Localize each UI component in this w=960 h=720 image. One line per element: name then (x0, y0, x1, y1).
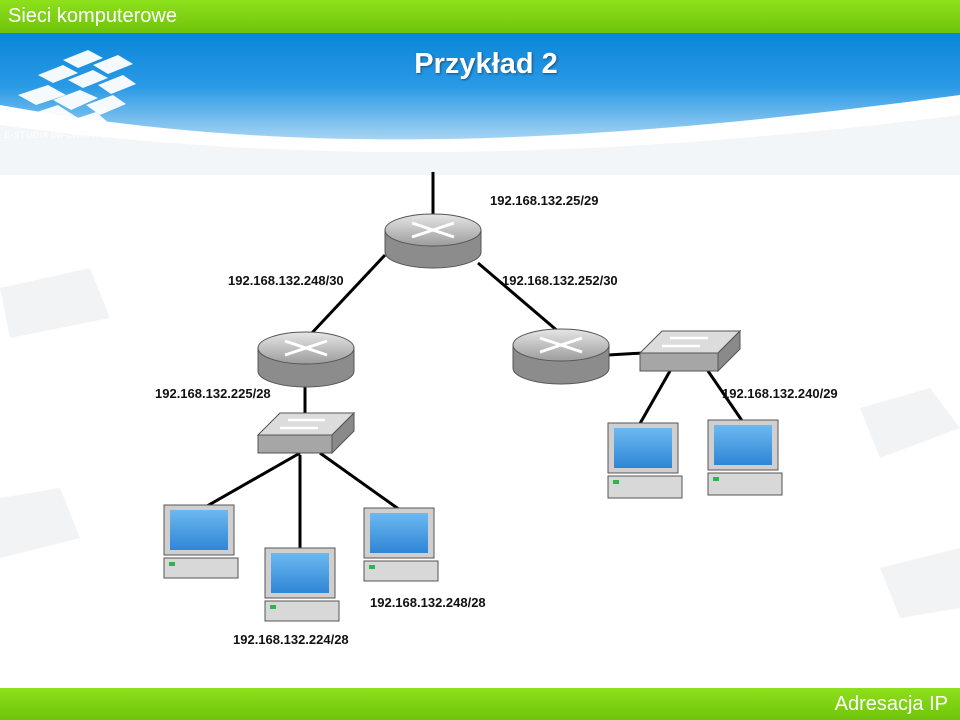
label-lan-right: 192.168.132.240/29 (722, 386, 838, 401)
footer-topic: Adresacja IP (834, 693, 948, 715)
pc-right-lan-icon (363, 507, 439, 582)
bottom-bar: Adresacja IP (0, 688, 960, 720)
label-link-left: 192.168.132.248/30 (228, 273, 344, 288)
logo-icon (18, 50, 136, 136)
label-lan-left-router: 192.168.132.225/28 (155, 386, 271, 401)
router-right-icon (512, 328, 610, 385)
logo-text: E-STUDIA INFORMATYCZNE (4, 130, 132, 140)
course-title: Sieci komputerowe (8, 5, 177, 27)
pc-far-left-icon (607, 422, 683, 499)
pc-far-right-icon (707, 419, 783, 496)
background-decoration (0, 268, 960, 618)
slide-title: Przykład 2 (414, 48, 558, 80)
label-host-bottom: 192.168.132.224/28 (233, 632, 349, 647)
top-bar: Sieci komputerowe (0, 0, 960, 33)
label-link-right: 192.168.132.252/30 (502, 273, 618, 288)
switch-left-icon (256, 411, 356, 455)
label-uplink: 192.168.132.25/29 (490, 193, 599, 208)
router-top-icon (384, 213, 482, 269)
network-links (199, 172, 747, 550)
router-left-icon (257, 331, 355, 388)
header-wave (0, 95, 960, 175)
switch-right-icon (638, 329, 742, 373)
label-host-right: 192.168.132.248/28 (370, 595, 486, 610)
pc-left-icon (163, 504, 239, 579)
pc-bottom-icon (264, 547, 340, 622)
network-diagram (163, 172, 783, 622)
